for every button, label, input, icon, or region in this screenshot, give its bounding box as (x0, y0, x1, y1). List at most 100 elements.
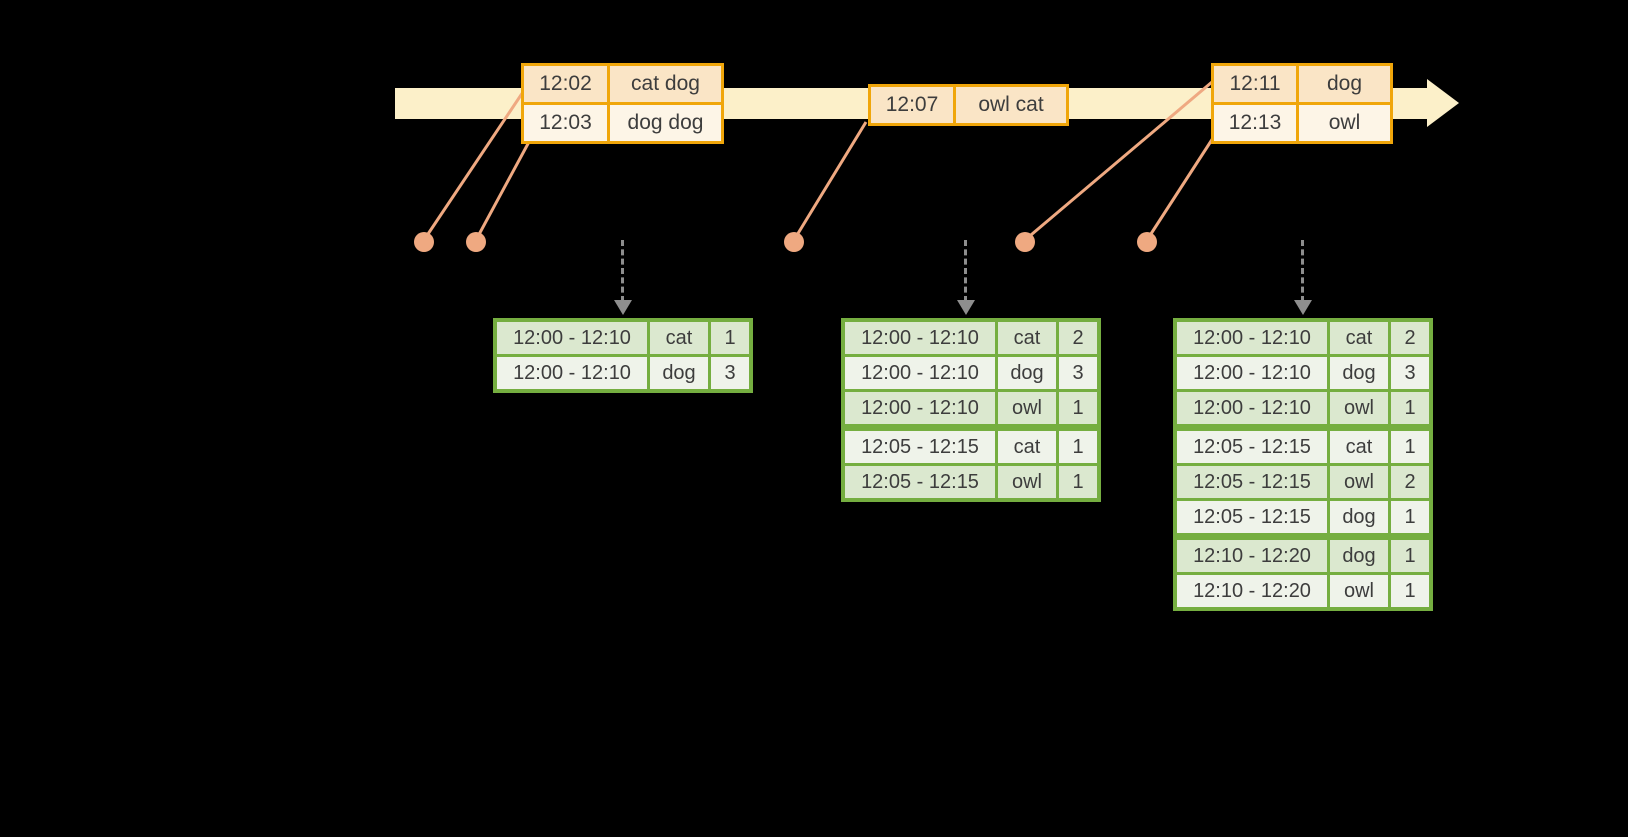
result-row: 12:05 - 12:15 owl 1 (845, 466, 1097, 498)
event-table-1: 12:02 cat dog 12:03 dog dog (521, 63, 724, 144)
event-table-3: 12:11 dog 12:13 owl (1211, 63, 1393, 144)
trigger-arrow-icon (621, 240, 624, 302)
event-row: 12:03 dog dog (524, 105, 721, 141)
result-row: 12:00 - 12:10 dog 3 (497, 357, 749, 389)
window-cell: 12:05 - 12:15 (845, 431, 995, 463)
word-cell: dog (1330, 357, 1388, 389)
word-cell: cat (998, 322, 1056, 354)
count-cell: 1 (1391, 540, 1429, 572)
trigger-arrow-icon (1301, 240, 1304, 302)
event-words-cell: owl cat (956, 87, 1066, 123)
trigger-arrowhead-icon (957, 300, 975, 315)
count-cell: 1 (1391, 392, 1429, 424)
word-cell: owl (1330, 575, 1388, 607)
window-group-separator (845, 427, 1097, 428)
result-table-2: 12:00 - 12:10 cat 2 12:00 - 12:10 dog 3 … (841, 318, 1101, 502)
result-row: 12:05 - 12:15 dog 1 (1177, 501, 1429, 533)
word-cell: dog (1330, 540, 1388, 572)
window-cell: 12:00 - 12:10 (845, 392, 995, 424)
count-cell: 1 (1391, 501, 1429, 533)
event-row: 12:02 cat dog (524, 66, 721, 102)
count-cell: 2 (1391, 322, 1429, 354)
window-cell: 12:00 - 12:10 (497, 357, 647, 389)
connector-line (422, 91, 525, 241)
word-cell: cat (1330, 322, 1388, 354)
event-time-cell: 12:07 (871, 87, 953, 123)
event-words-cell: dog dog (610, 105, 721, 141)
connector-line (474, 139, 532, 241)
event-table-2: 12:07 owl cat (868, 84, 1069, 126)
count-cell: 3 (711, 357, 749, 389)
word-cell: dog (1330, 501, 1388, 533)
window-cell: 12:00 - 12:10 (845, 322, 995, 354)
word-cell: cat (650, 322, 708, 354)
trigger-arrowhead-icon (614, 300, 632, 315)
result-row: 12:05 - 12:15 cat 1 (1177, 431, 1429, 463)
word-cell: owl (1330, 466, 1388, 498)
event-row: 12:11 dog (1214, 66, 1390, 102)
event-dot-icon (1137, 232, 1157, 252)
word-cell: dog (998, 357, 1056, 389)
event-dot-icon (414, 232, 434, 252)
window-cell: 12:05 - 12:15 (845, 466, 995, 498)
count-cell: 1 (1059, 431, 1097, 463)
count-cell: 2 (1059, 322, 1097, 354)
word-cell: cat (1330, 431, 1388, 463)
word-cell: owl (998, 392, 1056, 424)
result-row: 12:10 - 12:20 dog 1 (1177, 540, 1429, 572)
count-cell: 1 (1391, 575, 1429, 607)
window-cell: 12:00 - 12:10 (1177, 357, 1327, 389)
count-cell: 3 (1391, 357, 1429, 389)
window-cell: 12:00 - 12:10 (1177, 392, 1327, 424)
count-cell: 3 (1059, 357, 1097, 389)
result-row: 12:10 - 12:20 owl 1 (1177, 575, 1429, 607)
result-row: 12:00 - 12:10 dog 3 (1177, 357, 1429, 389)
result-row: 12:00 - 12:10 cat 2 (1177, 322, 1429, 354)
event-dot-icon (1015, 232, 1035, 252)
count-cell: 2 (1391, 466, 1429, 498)
window-cell: 12:05 - 12:15 (1177, 501, 1327, 533)
trigger-arrow-icon (964, 240, 967, 302)
word-cell: owl (998, 466, 1056, 498)
result-row: 12:00 - 12:10 dog 3 (845, 357, 1097, 389)
connector-line (1145, 137, 1215, 241)
word-cell: dog (650, 357, 708, 389)
event-time-cell: 12:13 (1214, 105, 1296, 141)
window-cell: 12:00 - 12:10 (845, 357, 995, 389)
result-row: 12:00 - 12:10 owl 1 (845, 392, 1097, 424)
event-time-cell: 12:11 (1214, 66, 1296, 102)
result-table-3: 12:00 - 12:10 cat 2 12:00 - 12:10 dog 3 … (1173, 318, 1433, 611)
result-row: 12:05 - 12:15 owl 2 (1177, 466, 1429, 498)
word-cell: cat (998, 431, 1056, 463)
result-row: 12:00 - 12:10 owl 1 (1177, 392, 1429, 424)
result-table-1: 12:00 - 12:10 cat 1 12:00 - 12:10 dog 3 (493, 318, 753, 393)
window-cell: 12:05 - 12:15 (1177, 466, 1327, 498)
event-time-cell: 12:03 (524, 105, 607, 141)
connector-line (1024, 80, 1213, 242)
window-cell: 12:00 - 12:10 (497, 322, 647, 354)
window-group-separator (1177, 427, 1429, 428)
result-row: 12:00 - 12:10 cat 2 (845, 322, 1097, 354)
count-cell: 1 (1391, 431, 1429, 463)
window-cell: 12:05 - 12:15 (1177, 431, 1327, 463)
event-time-cell: 12:02 (524, 66, 607, 102)
connector-line (792, 121, 868, 241)
event-row: 12:07 owl cat (871, 87, 1066, 123)
event-words-cell: owl (1299, 105, 1390, 141)
event-row: 12:13 owl (1214, 105, 1390, 141)
result-row: 12:00 - 12:10 cat 1 (497, 322, 749, 354)
window-cell: 12:10 - 12:20 (1177, 575, 1327, 607)
event-words-cell: cat dog (610, 66, 721, 102)
word-cell: owl (1330, 392, 1388, 424)
timeline-arrowhead-icon (1427, 79, 1459, 127)
window-cell: 12:10 - 12:20 (1177, 540, 1327, 572)
event-dot-icon (784, 232, 804, 252)
window-group-separator (1177, 536, 1429, 537)
window-cell: 12:00 - 12:10 (1177, 322, 1327, 354)
trigger-arrowhead-icon (1294, 300, 1312, 315)
event-dot-icon (466, 232, 486, 252)
result-row: 12:05 - 12:15 cat 1 (845, 431, 1097, 463)
count-cell: 1 (1059, 466, 1097, 498)
